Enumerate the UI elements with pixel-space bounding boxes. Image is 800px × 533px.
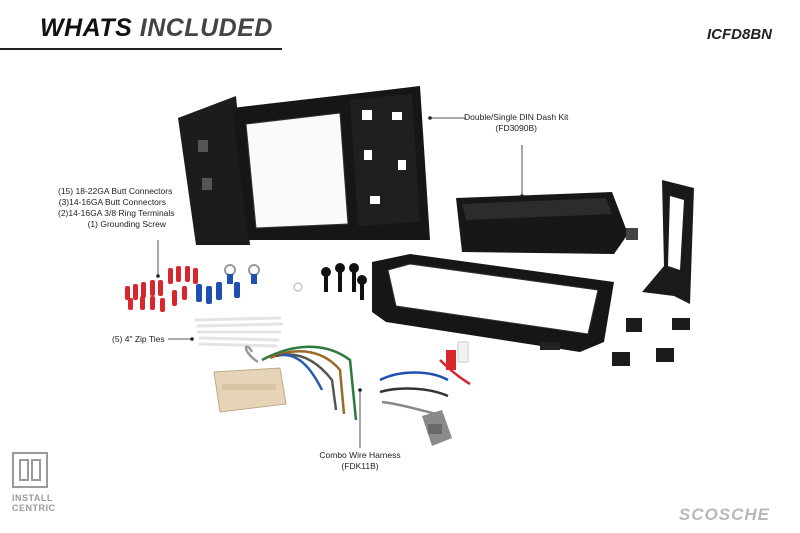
zip-ties [194,316,284,348]
logo-line-2: CENTRIC [12,503,56,513]
double-din-dash-kit [178,86,430,245]
wire-harness [244,345,471,421]
connector-line-4: (1) Grounding Screw [87,219,166,229]
push-pins [321,263,367,300]
butt-connectors-blue [196,282,240,304]
mounting-clips [612,318,690,366]
leader-lines [157,117,523,448]
dash-kit-code: (FD3090B) [495,123,537,133]
connector-line-3: (2)14-16GA 3/8 Ring Terminals [58,208,175,218]
connector-line-2: (3)14-16GA Butt Connectors [58,197,166,207]
harness-label: Combo Wire Harness (FDK11B) [312,450,408,472]
brand-logo: SCOSCHE [678,505,770,524]
install-centric-logo: INSTALL CENTRIC [12,452,60,513]
harness-plug-gray [422,410,452,446]
title-word-1: WHATS [40,14,133,42]
side-bracket [642,180,694,304]
single-din-pocket [456,192,638,254]
zip-ties-label: (5) 4" Zip Ties [112,334,165,344]
dash-kit-label: Double/Single DIN Dash Kit (FD3090B) [464,112,568,134]
title-word-2: INCLUDED [139,14,273,42]
page-title: WHATS INCLUDED [40,14,273,43]
logo-line-1: INSTALL [12,493,53,503]
harness-code: (FDK11B) [341,461,379,471]
trim-ring [372,254,614,352]
leader-dots [156,116,524,392]
butt-connectors-red [125,266,198,312]
product-sku: ICFD8BN [706,26,772,43]
harness-name: Combo Wire Harness [319,450,401,460]
connector-line-1: (15) 18-22GA Butt Connectors [58,186,173,196]
rca-connectors [446,341,469,370]
grounding-screw [293,282,303,292]
install-centric-icon [12,452,48,488]
title-underline [0,48,282,50]
harness-plug-tan [213,367,287,413]
ring-terminals [224,264,260,284]
dash-kit-name: Double/Single DIN Dash Kit [464,112,569,122]
connectors-label: (15) 18-22GA Butt Connectors (3)14-16GA … [58,186,175,230]
